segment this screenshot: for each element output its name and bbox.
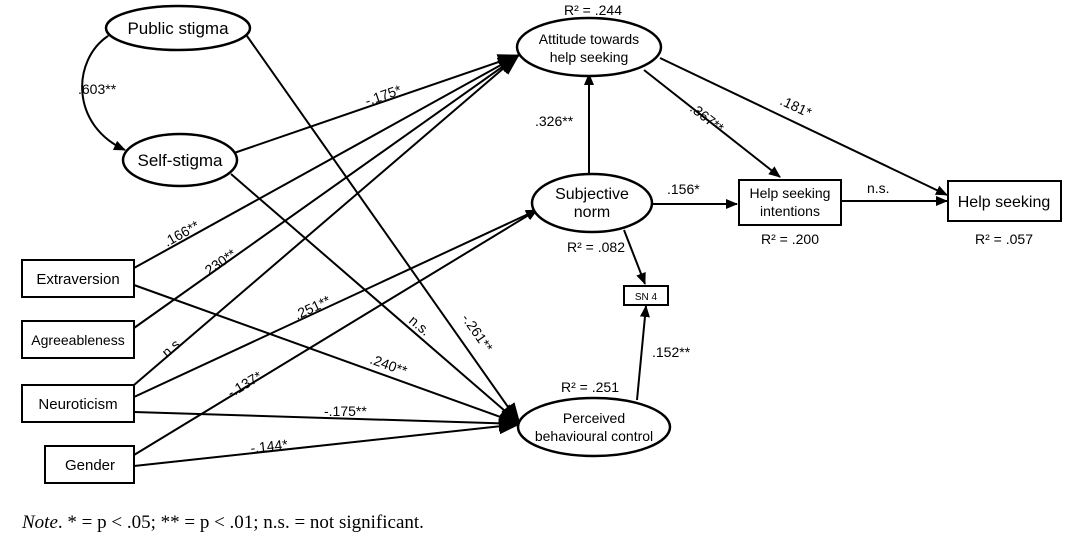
- edge-neuro-attitude: [133, 54, 520, 386]
- coef-extra-pbc: .240**: [368, 351, 410, 379]
- edge-public-self-correlation: [81, 25, 126, 151]
- coef-neuro-sn: .251**: [292, 292, 334, 323]
- coef-pbc-sn4: .152**: [652, 344, 691, 360]
- node-self-stigma: [121, 132, 239, 188]
- node-sn-label-2: norm: [574, 204, 610, 221]
- r2-pbc: R² = .251: [561, 379, 619, 395]
- r2-attitude: R² = .244: [564, 2, 622, 18]
- nodes: [104, 4, 672, 458]
- node-gender-label: Gender: [65, 457, 115, 474]
- node-self-stigma-label: Self-stigma: [137, 151, 223, 170]
- node-pbc-label-2: behavioural control: [535, 428, 653, 444]
- coef-sn-intentions: .156*: [667, 181, 700, 197]
- r2-intentions: R² = .200: [761, 231, 819, 247]
- node-neuroticism: [21, 384, 135, 423]
- coef-self-attitude: -.175*: [363, 81, 404, 108]
- node-agreeableness-label: Agreeableness: [31, 332, 124, 348]
- node-sn4-label: SN 4: [635, 292, 658, 303]
- edge-agree-attitude: [133, 54, 520, 329]
- edge-sn-sn4: [623, 229, 646, 285]
- node-extraversion-label: Extraversion: [36, 271, 119, 288]
- footnote-prefix: Note: [22, 512, 58, 533]
- r2-subjective-norm: R² = .082: [567, 239, 625, 255]
- r2-help-seeking: R² = .057: [975, 231, 1033, 247]
- coef-intentions-helpseeking: n.s.: [867, 180, 890, 196]
- edge-pbc-sn4: [636, 305, 650, 401]
- node-help-seeking-label: Help seeking: [958, 194, 1051, 211]
- edge-self-attitude: [233, 54, 520, 154]
- footnote-text: . * = p < .05; ** = p < .01; n.s. = not …: [57, 512, 424, 533]
- edge-attitude-helpseeking: [659, 57, 948, 196]
- node-pbc: [516, 396, 672, 458]
- node-help-seeking: [947, 180, 1062, 222]
- coef-sn-attitude: .326**: [535, 113, 574, 129]
- coef-gender-sn: -.137*: [224, 367, 265, 400]
- coef-gender-pbc: -.144*: [250, 436, 289, 456]
- edge-attitude-intentions: [643, 69, 781, 178]
- node-attitude-label-2: help seeking: [550, 49, 629, 65]
- node-neuroticism-label: Neuroticism: [38, 396, 117, 413]
- coef-public-self: .603**: [78, 81, 117, 97]
- node-attitude-label-1: Attitude towards: [539, 31, 639, 47]
- node-attitude: [515, 16, 663, 78]
- coef-neuro-pbc: -.175**: [324, 403, 367, 419]
- footnote: Note. * = p < .05; ** = p < .01; n.s. = …: [22, 512, 424, 534]
- edges: [81, 25, 948, 467]
- edge-neuro-sn: [133, 209, 538, 398]
- node-pbc-label-1: Perceived: [563, 410, 625, 426]
- node-intentions: [738, 179, 842, 226]
- edge-extra-pbc: [133, 284, 521, 425]
- node-sn-label-1: Subjective: [555, 186, 629, 203]
- node-intentions-label-1: Help seeking: [750, 185, 831, 201]
- node-subjective-norm: [530, 172, 654, 234]
- node-sn4: [623, 285, 669, 306]
- edge-gender-pbc: [133, 418, 521, 467]
- node-agreeableness: [21, 320, 135, 359]
- edge-self-pbc: [230, 173, 521, 425]
- node-gender: [44, 445, 135, 484]
- node-public-stigma: [104, 4, 252, 52]
- edge-neuro-pbc: [133, 411, 521, 432]
- coef-neuro-attitude: n.s.: [158, 333, 186, 360]
- edge-public-pbc: [246, 35, 521, 425]
- coef-agree-attitude: .230**: [199, 245, 240, 280]
- edge-extra-attitude: [133, 54, 520, 269]
- coef-extra-attitude: .166**: [161, 217, 203, 250]
- node-extraversion: [21, 259, 135, 298]
- node-intentions-label-2: intentions: [760, 203, 820, 219]
- node-public-stigma-label: Public stigma: [127, 19, 229, 38]
- coef-self-pbc: n.s.: [406, 312, 434, 339]
- coef-public-pbc: -.261**: [459, 311, 497, 356]
